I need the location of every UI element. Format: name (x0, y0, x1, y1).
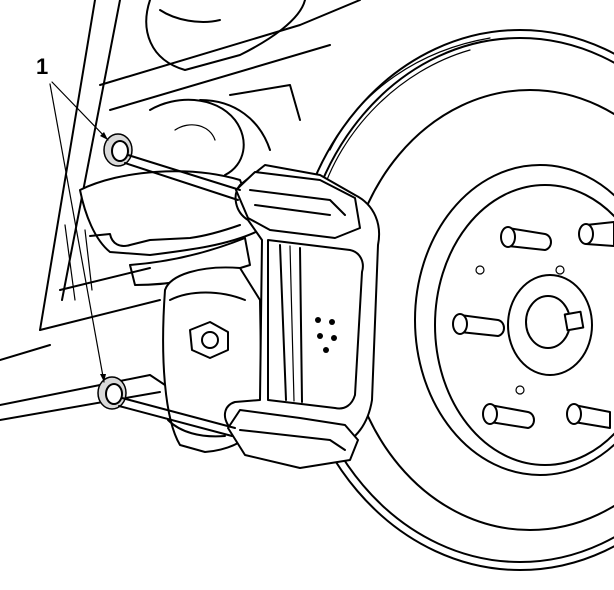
callout-leaders (49, 81, 109, 383)
brake-rotor (289, 29, 614, 571)
wheel-stud (566, 403, 611, 429)
wheel-stud (578, 221, 614, 247)
callout-label-1: 1 (36, 54, 49, 79)
caliper-bracket (223, 164, 380, 469)
wheel-stud (482, 403, 535, 429)
lower-bracket-bolt (97, 376, 236, 437)
wheel-stud (452, 313, 505, 337)
upper-arm (149, 84, 301, 176)
wheel-studs (452, 221, 614, 429)
bracket-bolts (97, 133, 241, 437)
upper-bracket-bolt (103, 133, 241, 201)
suspension-frame (0, 0, 361, 421)
knuckle-nut (189, 321, 229, 359)
wheel-stud (500, 226, 552, 251)
